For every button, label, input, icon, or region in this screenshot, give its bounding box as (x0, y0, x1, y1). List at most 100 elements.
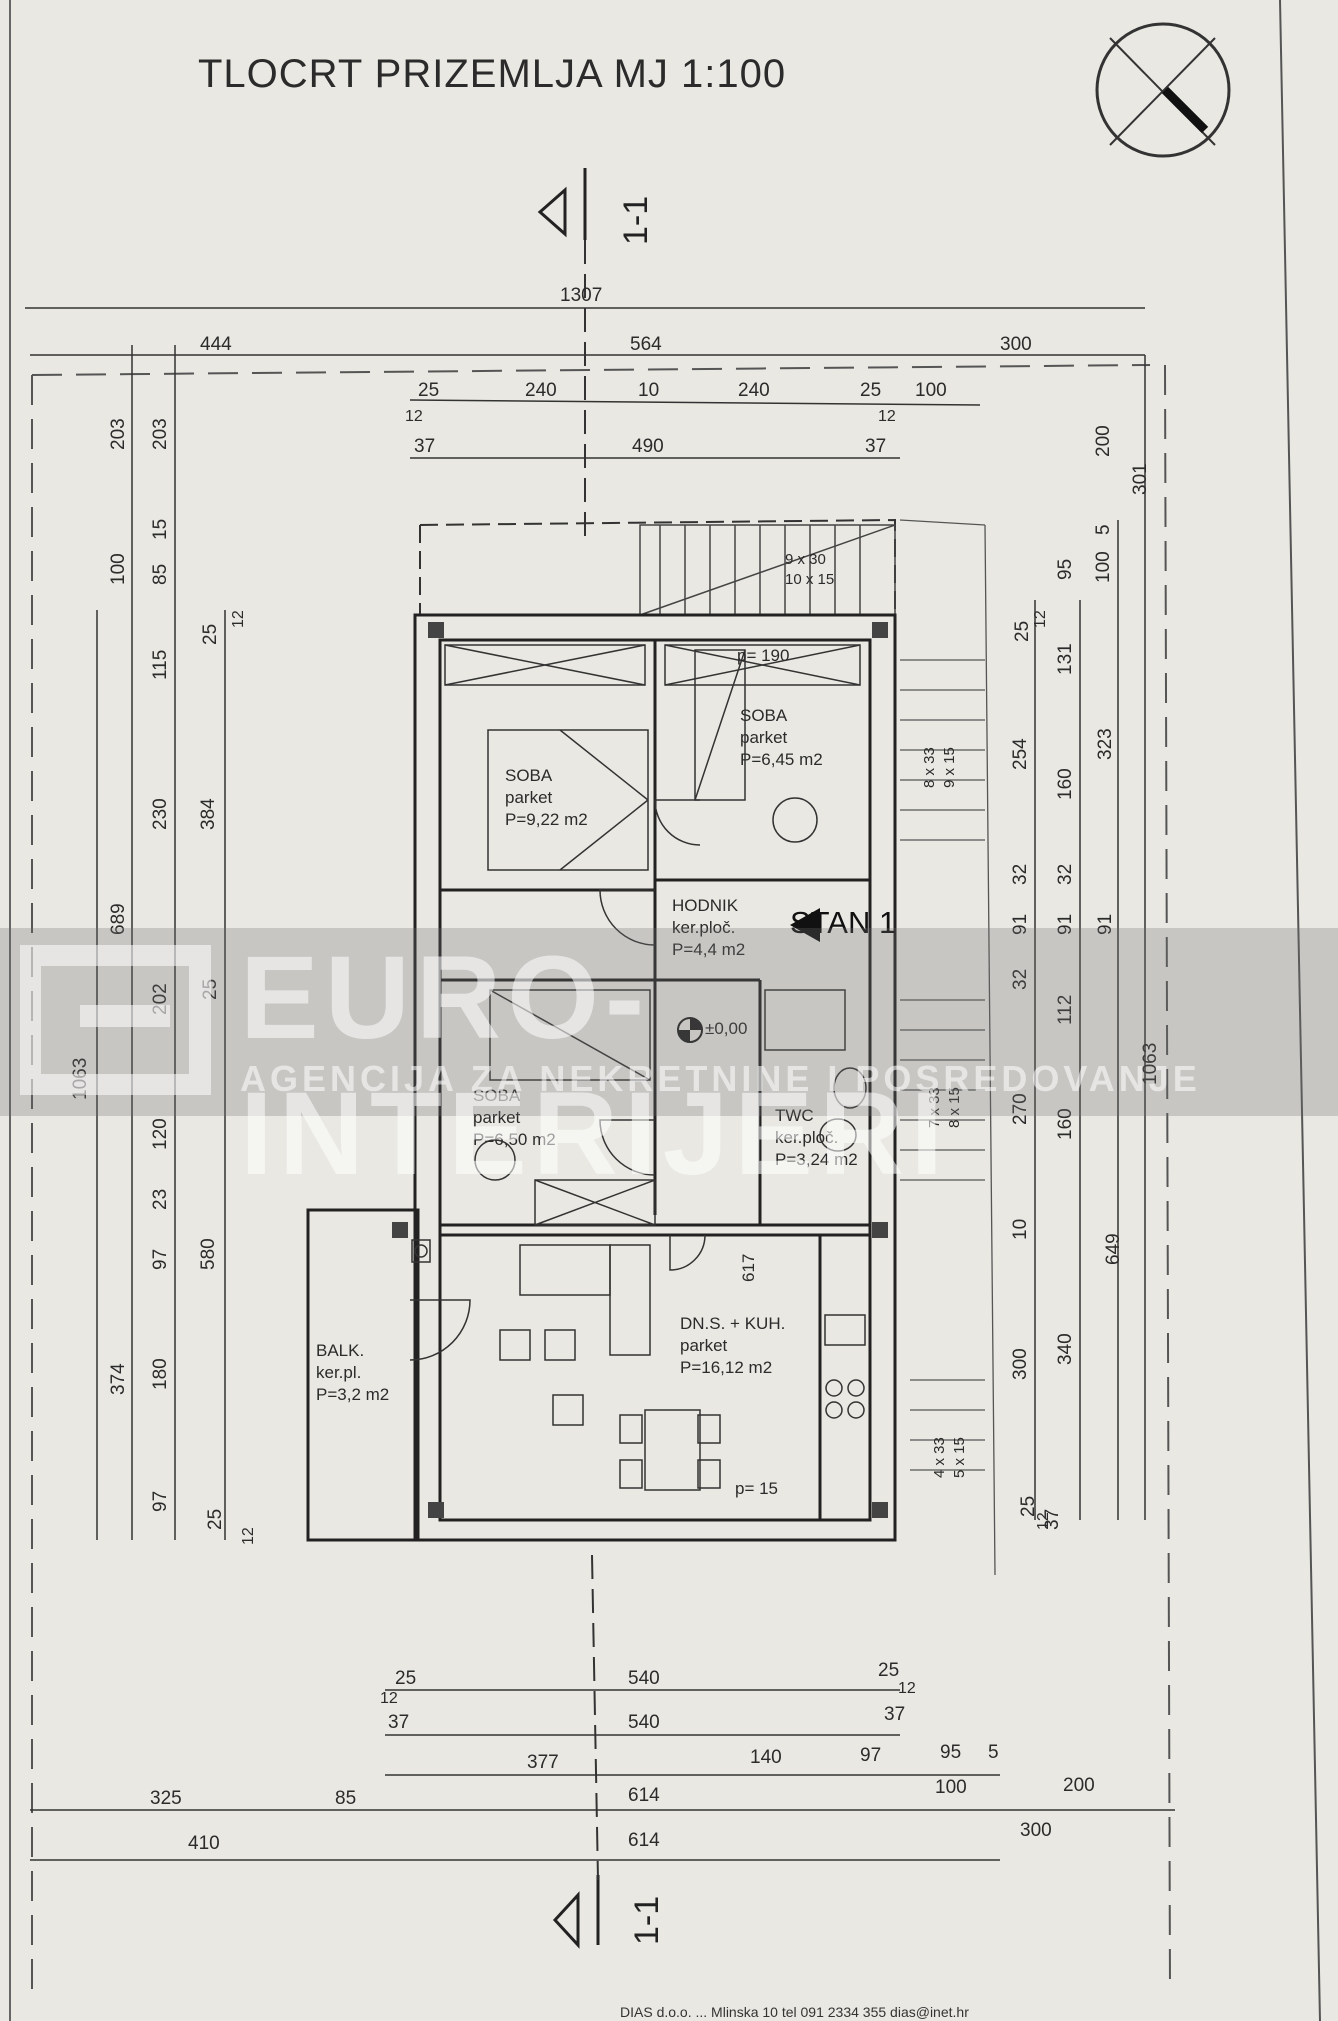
dim: 580 (198, 1238, 219, 1270)
dim: 540 (628, 1668, 660, 1689)
dim: 37 (414, 436, 436, 457)
dim: 97 (860, 1745, 882, 1766)
apartment-label: STAN 1 (790, 905, 897, 940)
dim: 377 (527, 1752, 559, 1773)
dim: 254 (1010, 738, 1031, 770)
dim: 37 (388, 1712, 410, 1733)
dim: 160 (1055, 768, 1076, 800)
top-dimension-lines (25, 307, 1145, 459)
dim: 384 (198, 798, 219, 830)
north-arrow-icon (1095, 22, 1231, 158)
dim: 23 (150, 1188, 171, 1210)
dim: 37 (865, 436, 887, 457)
stair-note: 9 x 15 (941, 747, 958, 788)
dim: 12 (230, 610, 247, 628)
drawing-title: TLOCRT PRIZEMLJA MJ 1:100 (198, 52, 787, 96)
bottom-dimension-lines (30, 1689, 1175, 1861)
dim: 374 (108, 1363, 129, 1395)
dim: 614 (628, 1830, 660, 1851)
dim: 25 (395, 1668, 417, 1689)
dim: 203 (108, 418, 129, 450)
section-label-bottom: 1-1 (628, 1895, 666, 1945)
annotation-p190: p= 190 (737, 646, 790, 665)
dim: 300 (1020, 1820, 1052, 1841)
dim: 323 (1095, 728, 1116, 760)
dim: 25 (418, 380, 440, 401)
dim: 85 (335, 1788, 357, 1809)
dim: 649 (1103, 1233, 1124, 1265)
dim: 32 (1010, 863, 1031, 885)
dim: 12 (898, 1680, 916, 1697)
entrance-arrow-icon (790, 908, 820, 942)
dim: 5 (988, 1742, 999, 1763)
dim: 180 (150, 1358, 171, 1390)
section-marker-top-icon (537, 168, 587, 240)
dim: 97 (150, 1248, 171, 1270)
dim: 12 (405, 408, 423, 425)
dim: 100 (935, 1777, 967, 1798)
dim: 240 (738, 380, 770, 401)
dim: 140 (750, 1747, 782, 1768)
section-label-top: 1-1 (617, 195, 655, 245)
dim: 100 (108, 553, 129, 585)
dim: 100 (1093, 551, 1114, 583)
annotation-617: 617 (739, 1253, 758, 1282)
dim: 97 (150, 1490, 171, 1512)
dim: 340 (1055, 1333, 1076, 1365)
room-label: BALK.ker.pl.P=3,2 m2 (316, 1341, 390, 1405)
doors (409, 799, 706, 1361)
top-stair (639, 524, 896, 616)
watermark-band (0, 928, 1338, 1116)
right-stairs (899, 519, 996, 1576)
annotation-p15: p= 15 (735, 1479, 779, 1498)
dim: 12 (240, 1527, 257, 1545)
dim: 115 (150, 649, 171, 680)
watermark-subtitle: AGENCIJA ZA NEKRETNINE I POSREDOVANJE (240, 1058, 1201, 1099)
watermark-logo-icon (20, 945, 211, 1095)
dim: 10 (638, 380, 660, 401)
dim: 444 (200, 334, 232, 355)
dim: 25 (860, 380, 882, 401)
dim: 25 (878, 1660, 900, 1681)
stair-note: 5 x 15 (951, 1437, 968, 1478)
title-block-footer: DIAS d.o.o. ... Mlinska 10 tel 091 2334 … (620, 2004, 969, 2020)
dim-total: 1307 (560, 285, 603, 306)
dim: 37 (884, 1704, 906, 1725)
columns (392, 622, 888, 1518)
dim: 100 (915, 380, 947, 401)
level-mark-icon (677, 1017, 703, 1043)
right-dimension-lines (1034, 355, 1146, 1520)
dim: 300 (1010, 1348, 1031, 1380)
dim: 12 (380, 1690, 398, 1707)
dim: 564 (630, 334, 662, 355)
dim: 95 (1055, 558, 1076, 580)
dim: 12 (1032, 610, 1049, 628)
dim: 25 (205, 1508, 226, 1530)
dim: 200 (1063, 1775, 1095, 1796)
dim: 5 (1093, 524, 1114, 535)
level-mark: ±0,00 (705, 1019, 748, 1038)
dim: 410 (188, 1833, 220, 1854)
dim: 131 (1055, 643, 1076, 675)
dim: 614 (628, 1785, 660, 1806)
dim: 95 (940, 1742, 962, 1763)
dim: 12 (878, 408, 896, 425)
dim: 25 (200, 623, 221, 645)
dim: 10 (1010, 1218, 1031, 1240)
dim: 120 (150, 1118, 171, 1150)
furniture (411, 649, 867, 1491)
dim: 200 (1093, 425, 1114, 457)
dim: 325 (150, 1788, 182, 1809)
left-dimension-lines (96, 345, 226, 1540)
windows (444, 644, 861, 1226)
dim: 230 (150, 798, 171, 830)
building-walls (306, 613, 897, 1542)
